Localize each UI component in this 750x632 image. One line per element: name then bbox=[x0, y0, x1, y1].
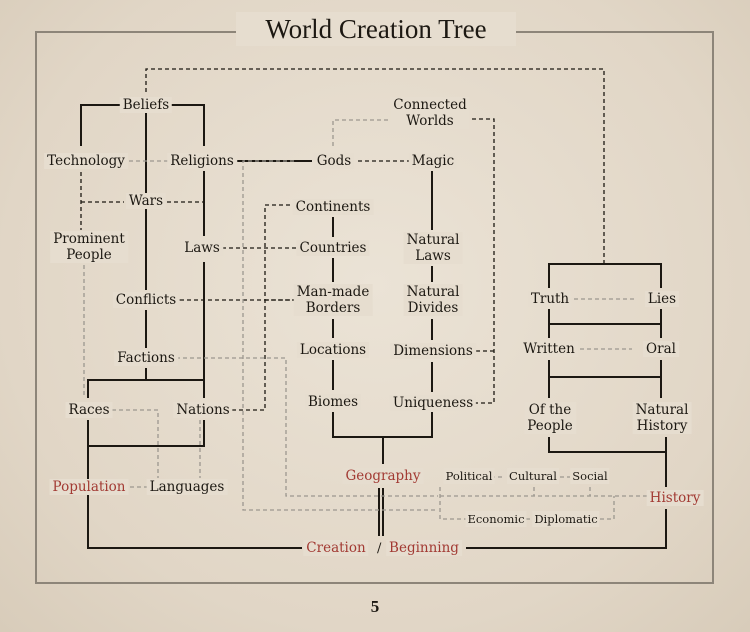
node-wars: Wars bbox=[125, 193, 167, 209]
node-magic: Magic bbox=[408, 153, 458, 169]
node-geography: Geography bbox=[342, 468, 424, 484]
node-creation: Creation bbox=[303, 540, 369, 556]
node-lies: Lies bbox=[644, 291, 680, 307]
node-written: Written bbox=[520, 341, 578, 357]
node-prominent-people: Prominent People bbox=[50, 231, 128, 263]
node-of-the-people: Of the People bbox=[524, 402, 576, 434]
node-economic: Economic bbox=[465, 511, 527, 527]
node-truth: Truth bbox=[527, 291, 573, 307]
solid-links bbox=[80, 104, 667, 549]
node-natural-history: Natural History bbox=[632, 402, 692, 434]
node-races: Races bbox=[65, 402, 113, 418]
creation-beginning-separator: / bbox=[377, 541, 382, 556]
node-beliefs: Beliefs bbox=[119, 97, 173, 113]
node-dimensions: Dimensions bbox=[390, 343, 476, 359]
dashed-links bbox=[80, 68, 605, 411]
node-diplomatic: Diplomatic bbox=[532, 511, 600, 527]
node-languages: Languages bbox=[146, 479, 228, 495]
node-cultural: Cultural bbox=[507, 468, 559, 484]
node-natural-divides: Natural Divides bbox=[403, 284, 463, 316]
gray-dashed-links bbox=[83, 119, 648, 520]
node-nations: Nations bbox=[173, 402, 233, 418]
node-factions: Factions bbox=[114, 350, 178, 366]
node-history: History bbox=[646, 490, 704, 506]
node-conflicts: Conflicts bbox=[112, 292, 180, 308]
node-technology: Technology bbox=[44, 153, 128, 169]
node-social: Social bbox=[570, 468, 610, 484]
node-beginning: Beginning bbox=[386, 540, 462, 556]
node-locations: Locations bbox=[296, 342, 370, 358]
node-continents: Continents bbox=[292, 199, 374, 215]
node-laws: Laws bbox=[181, 240, 223, 256]
node-religions: Religions bbox=[167, 153, 237, 169]
node-gods: Gods bbox=[313, 153, 355, 169]
node-population: Population bbox=[49, 479, 129, 495]
node-uniqueness: Uniqueness bbox=[389, 395, 477, 411]
node-countries: Countries bbox=[296, 240, 370, 256]
node-natural-laws: Natural Laws bbox=[403, 232, 463, 264]
node-political: Political bbox=[443, 468, 495, 484]
node-manmade-borders: Man-made Borders bbox=[293, 284, 373, 316]
node-oral: Oral bbox=[643, 341, 679, 357]
page-number: 5 bbox=[370, 597, 380, 616]
page-title: World Creation Tree bbox=[236, 12, 516, 46]
node-biomes: Biomes bbox=[304, 394, 362, 410]
node-connected-worlds: Connected Worlds bbox=[390, 97, 470, 129]
